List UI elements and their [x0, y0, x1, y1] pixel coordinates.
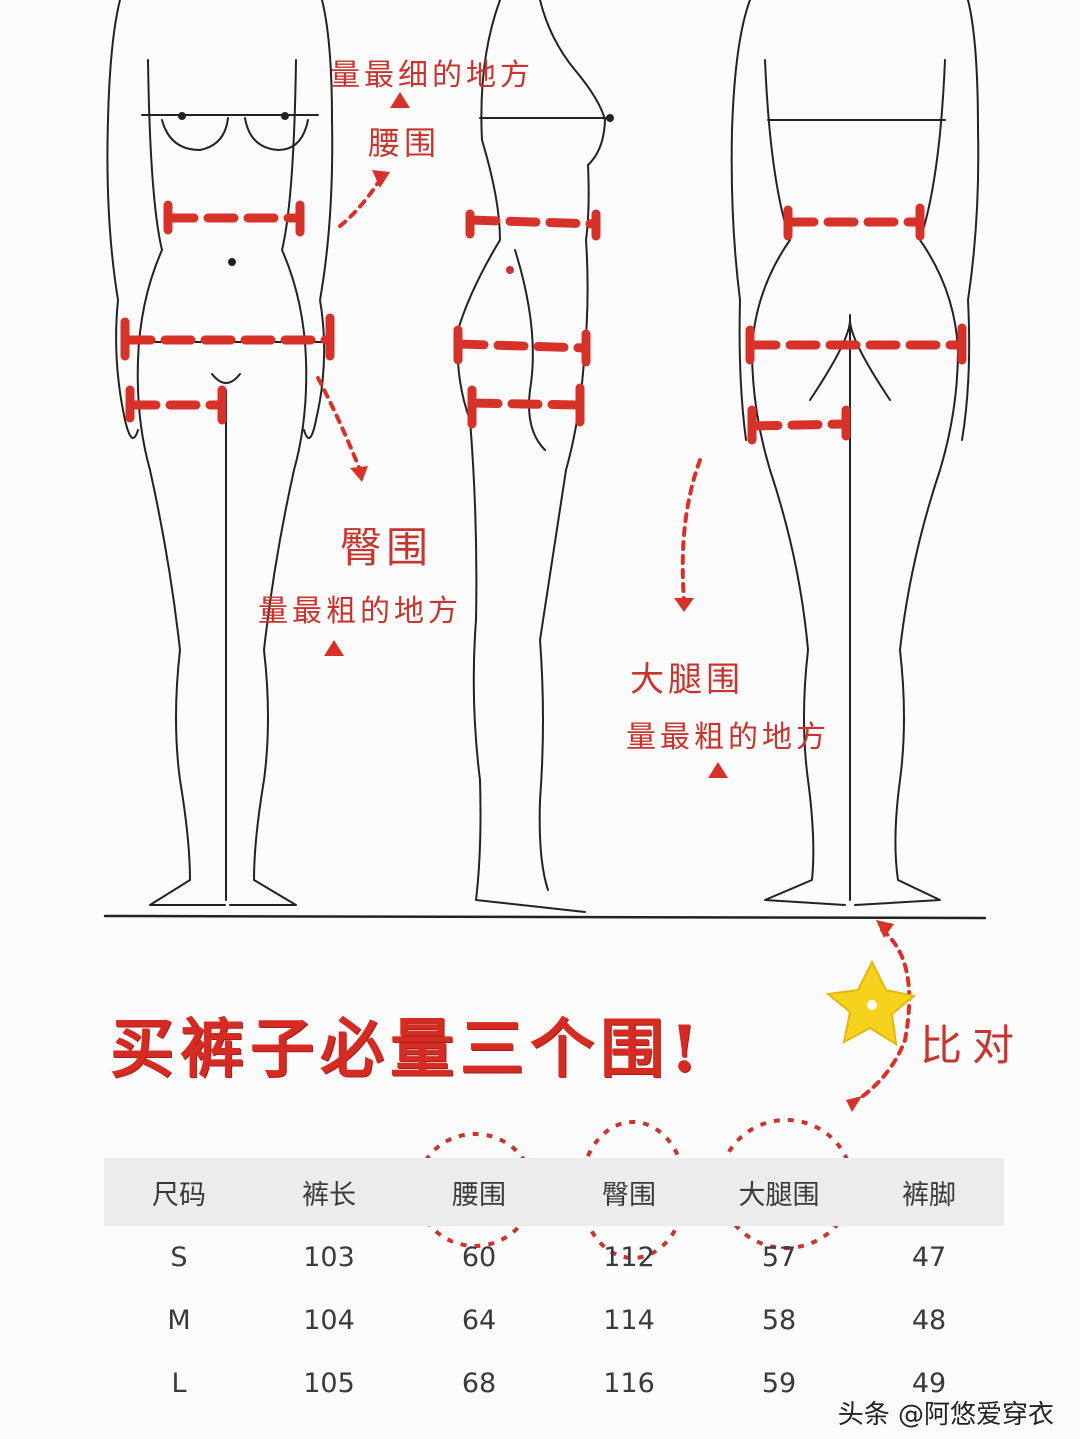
cell: 116 [603, 1368, 655, 1399]
measurement-marks [120, 213, 967, 431]
triangle-icon [708, 762, 728, 778]
watermark: 头条 @阿悠爱穿衣 [837, 1400, 1054, 1430]
cell: 57 [761, 1242, 797, 1273]
waist-label: 腰围 [368, 124, 441, 162]
table-header-row: 尺码 裤长 腰围 臀围 大腿围 裤脚 [104, 1158, 1004, 1226]
triangle-icon [390, 92, 410, 108]
cell: 47 [911, 1242, 947, 1273]
triangle-icon [324, 640, 344, 656]
thigh-label: 大腿围 [630, 660, 744, 700]
cell: 64 [461, 1305, 497, 1336]
cell: S [170, 1242, 188, 1273]
header-hip: 臀围 [554, 1158, 704, 1226]
cell: 104 [303, 1305, 355, 1336]
headline: 买裤子必量三个围! [110, 1012, 705, 1087]
size-table: 尺码 裤长 腰围 臀围 大腿围 裤脚 S 103 60 112 57 47 M … [104, 1158, 1004, 1415]
arrow-heads [350, 170, 894, 1112]
cell: 59 [761, 1368, 797, 1399]
table-row: L 105 68 116 59 49 [104, 1352, 1004, 1415]
measurement-ends [120, 200, 967, 445]
cell: 114 [603, 1305, 655, 1336]
header-length: 裤长 [254, 1158, 404, 1226]
ground-line [103, 914, 987, 920]
waist-note: 量最细的地方 [330, 58, 534, 93]
cell: 105 [303, 1368, 355, 1399]
header-thigh: 大腿围 [704, 1158, 854, 1226]
thigh-note: 量最粗的地方 [626, 720, 830, 755]
cell: 49 [911, 1368, 947, 1399]
cell: 48 [911, 1305, 947, 1336]
star-icon [825, 959, 917, 1046]
back-figure [730, 0, 980, 906]
cell: 58 [761, 1305, 797, 1336]
hip-label: 臀围 [340, 523, 433, 572]
header-waist: 腰围 [404, 1158, 554, 1226]
side-figure [456, 0, 614, 913]
table-row: M 104 64 114 58 48 [104, 1289, 1004, 1352]
header-size: 尺码 [104, 1158, 254, 1226]
cell: 103 [303, 1242, 355, 1273]
cell: 112 [603, 1242, 655, 1273]
cell: L [171, 1368, 187, 1399]
header-hem: 裤脚 [854, 1158, 1004, 1226]
hip-note: 量最粗的地方 [258, 594, 462, 629]
pointer-arrows [316, 178, 912, 1107]
cell: 60 [461, 1242, 497, 1273]
cell: 68 [461, 1368, 497, 1399]
table-row: S 103 60 112 57 47 [104, 1226, 1004, 1289]
compare-label: 比对 [920, 1021, 1025, 1070]
front-figure [106, 0, 334, 906]
cell: M [167, 1305, 191, 1336]
